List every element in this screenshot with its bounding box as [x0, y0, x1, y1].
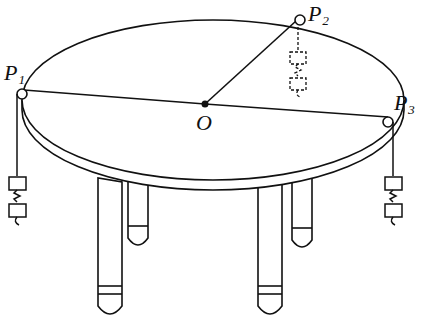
knot-point [202, 101, 209, 108]
pulley-label: P₁ [4, 62, 25, 84]
point-label: O [196, 112, 212, 134]
pulley-label: P₂ [308, 3, 329, 25]
pulley-label: P₃ [394, 92, 415, 114]
